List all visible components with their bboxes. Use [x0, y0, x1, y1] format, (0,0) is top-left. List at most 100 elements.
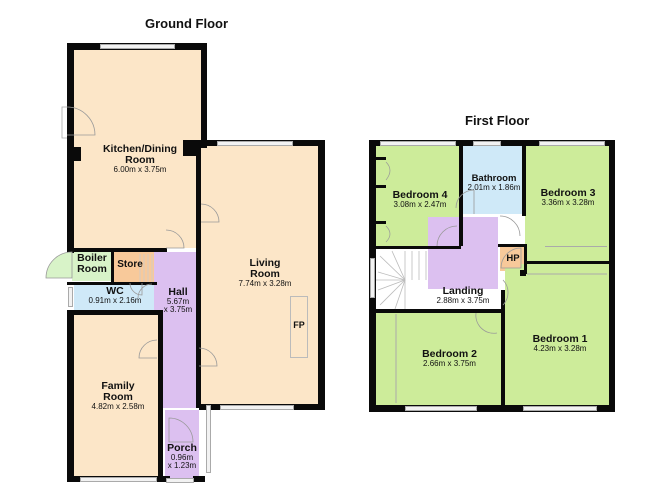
room-dims: 0.96m [170, 453, 194, 463]
window [68, 287, 73, 307]
wall [376, 309, 501, 313]
boiler-room [72, 251, 112, 281]
room-dims: 4.82m x 2.58m [91, 402, 145, 412]
living-room [201, 143, 318, 405]
wall [318, 140, 325, 410]
room-dims: 2.88m x 3.75m [436, 296, 490, 306]
room-name: Room [250, 268, 280, 281]
wall [201, 43, 207, 148]
room-name: WC [106, 285, 124, 297]
hp-label: HP [502, 254, 524, 264]
first-floor-title: First Floor [465, 113, 530, 128]
room-name: Porch [167, 442, 197, 454]
family-label: Family Room 4.82m x 2.58m [74, 380, 162, 412]
fireplace [290, 296, 308, 358]
room-dims: 7.74m x 3.28m [238, 279, 292, 289]
room-dims: 3.08m x 2.47m [393, 200, 447, 210]
living-label: Living Room 7.74m x 3.28m [215, 257, 315, 289]
bedroom-1 [505, 264, 609, 405]
wall [67, 248, 167, 252]
bedroom-4-label: Bedroom 4 3.08m x 2.47m [380, 189, 460, 210]
room-name: Hall [168, 286, 188, 298]
room-name: Room [103, 391, 133, 404]
room-name: Bedroom 2 [422, 348, 477, 360]
wall [67, 282, 157, 285]
window [405, 406, 477, 411]
wall [111, 250, 114, 282]
room-dims: 0.91m x 2.16m [88, 296, 142, 306]
store-label: Store [113, 259, 147, 271]
boiler-label: Boiler Room [72, 252, 112, 276]
wall [369, 405, 615, 412]
wall [527, 261, 612, 264]
room-dims: 5.67m [166, 297, 190, 307]
fireplace-label: FP [290, 320, 308, 330]
wall [67, 310, 163, 315]
hall-label: Hall 5.67m x 3.75m [155, 286, 201, 315]
room-dims: 3.36m x 3.28m [541, 198, 595, 208]
porch-label: Porch 0.96m x 1.23m [162, 442, 202, 471]
wall [158, 315, 163, 482]
wall [520, 270, 526, 276]
wall [196, 148, 201, 408]
bedroom-3-label: Bedroom 3 3.36m x 3.28m [528, 187, 608, 208]
wall [376, 221, 386, 224]
landing [428, 217, 498, 289]
kitchen-label: Kitchen/Dining Room 6.00m x 3.75m [84, 143, 196, 175]
wall [376, 246, 461, 249]
room-name: Landing [442, 285, 484, 297]
room-name: Boiler [77, 252, 107, 264]
bedroom-3 [525, 146, 610, 261]
room-dims: 2.66m x 3.75m [423, 359, 476, 369]
wall [376, 157, 386, 160]
room-name: Bedroom 3 [540, 187, 596, 199]
bathroom-label: Bathroom 2.01m x 1.86m [463, 174, 525, 192]
window [473, 141, 501, 146]
wall [183, 140, 201, 156]
window [206, 405, 211, 473]
window [370, 258, 375, 298]
wall [193, 476, 205, 482]
room-name: HP [506, 253, 520, 264]
window [100, 44, 175, 49]
window [166, 478, 194, 483]
store [114, 252, 154, 282]
wall [524, 244, 527, 274]
room-name: Bedroom 1 [532, 333, 588, 345]
room-dims: 2.01m x 1.86m [467, 182, 521, 192]
family-room [74, 314, 162, 478]
fp-text: FP [293, 320, 305, 330]
room-dims: 6.00m x 3.75m [113, 165, 167, 175]
bedroom-3-wardrobe [545, 246, 607, 260]
room-dims: x 3.75m [163, 305, 193, 315]
room-name: Family [101, 380, 135, 392]
window [380, 141, 456, 146]
room-dims: x 1.23m [167, 461, 197, 471]
room-name: Kitchen/Dining [102, 143, 178, 155]
room-name: Room [125, 154, 155, 167]
room-dims: 4.23m x 3.28m [533, 344, 587, 354]
kitchen-dining-room [74, 48, 204, 248]
bedroom-2-label: Bedroom 2 2.66m x 3.75m [402, 348, 497, 369]
wc-label: WC 0.91m x 2.16m [80, 285, 150, 306]
wall [498, 244, 526, 247]
wc [74, 283, 154, 311]
room-name: Store [117, 259, 143, 270]
wall [160, 476, 170, 482]
room-name: Room [77, 263, 107, 276]
room-name: Bedroom 4 [392, 189, 448, 201]
window [220, 405, 294, 410]
bedroom-2 [376, 313, 501, 405]
window [539, 141, 605, 146]
landing-label: Landing 2.88m x 3.75m [428, 285, 498, 306]
room-name: Living [249, 257, 281, 269]
wall [501, 290, 505, 408]
wall [67, 147, 81, 161]
wall [67, 310, 74, 482]
bathroom [463, 146, 525, 214]
window [217, 141, 293, 146]
window [80, 477, 157, 482]
wall [376, 185, 386, 188]
